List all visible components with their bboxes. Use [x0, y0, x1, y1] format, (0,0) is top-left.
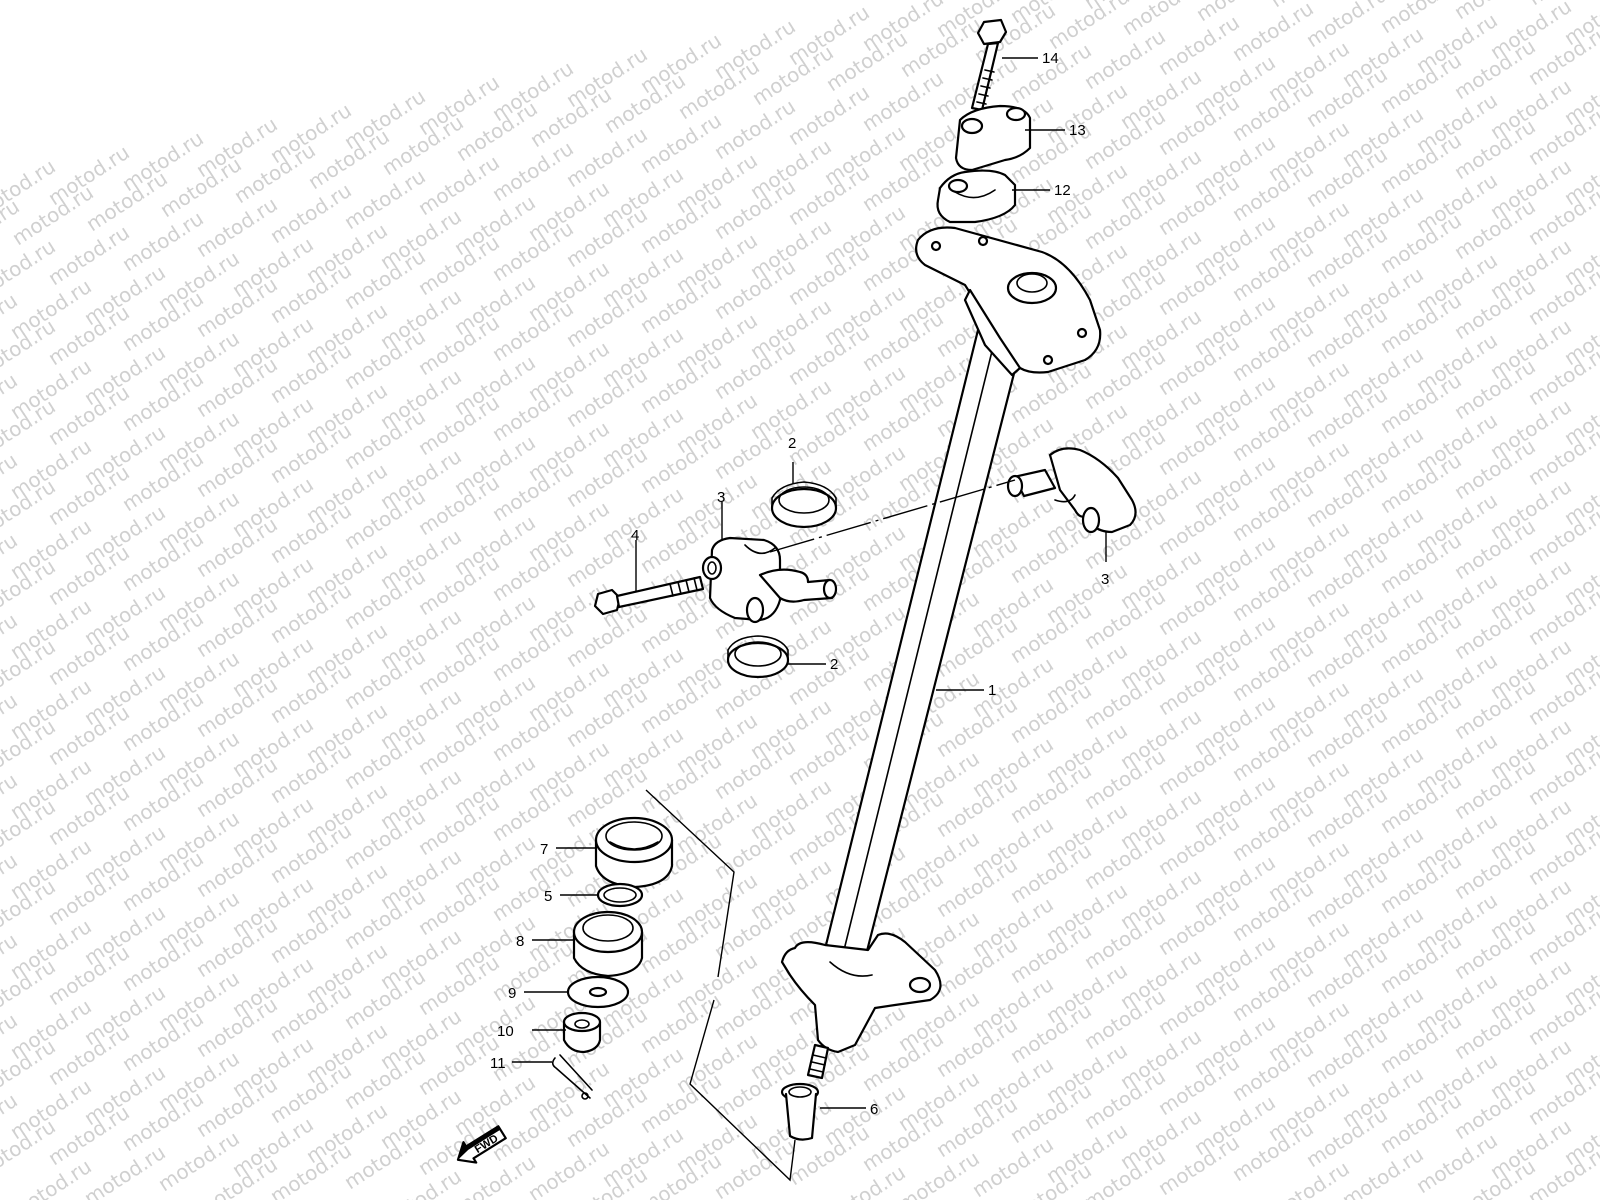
callout-7: 7	[540, 841, 548, 858]
part-5-o-ring	[596, 882, 644, 908]
watermark-text: motod.ru	[1338, 1142, 1428, 1200]
watermark-text: motod.ru	[1302, 0, 1392, 52]
callout-leaders	[512, 57, 1107, 1109]
watermark-text: motod.ru	[80, 1140, 170, 1200]
part-3-joint-right	[1006, 447, 1137, 534]
alignment-line	[769, 479, 1016, 553]
callout-3-left: 3	[717, 489, 725, 506]
part-2-lower-bushing	[726, 635, 790, 679]
callout-5: 5	[544, 888, 552, 905]
callout-1: 1	[988, 682, 996, 699]
callout-11: 11	[490, 1055, 506, 1072]
callout-2-lower: 2	[830, 656, 838, 673]
callout-12: 12	[1054, 182, 1071, 199]
part-6-bushing	[780, 1082, 820, 1141]
alignment-bracket-upper	[645, 789, 735, 978]
part-10-nut	[562, 1011, 602, 1054]
part-11-cotter-pin	[551, 1054, 593, 1100]
part-14-bolt	[970, 18, 1008, 112]
watermark-text: motod.ru	[1044, 0, 1134, 54]
callout-numbers: 14 13 12 2 3 4 3 2 1 7 5 8 9 10 11 6	[490, 50, 1109, 1118]
callout-9: 9	[508, 985, 516, 1002]
part-12-lower-clamp	[936, 169, 1017, 224]
callout-14: 14	[1042, 50, 1059, 67]
callout-3-right: 3	[1101, 571, 1109, 588]
callout-4: 4	[631, 527, 639, 544]
callout-10: 10	[497, 1023, 514, 1040]
part-3-joint-left	[701, 536, 838, 624]
callout-13: 13	[1069, 122, 1086, 139]
part-9-washer	[566, 975, 630, 1009]
part-8-bushing	[572, 910, 644, 978]
part-2-upper-bushing	[770, 481, 838, 529]
part-4-bolt	[593, 575, 705, 616]
part-1-steering-shaft	[780, 226, 1102, 1080]
part-7-oil-seal	[594, 816, 674, 889]
callout-2-upper: 2	[788, 435, 796, 452]
alignment-bracket-lower	[689, 999, 796, 1182]
callout-8: 8	[516, 933, 524, 950]
part-13-upper-clamp	[954, 104, 1032, 172]
callout-6: 6	[870, 1101, 878, 1118]
